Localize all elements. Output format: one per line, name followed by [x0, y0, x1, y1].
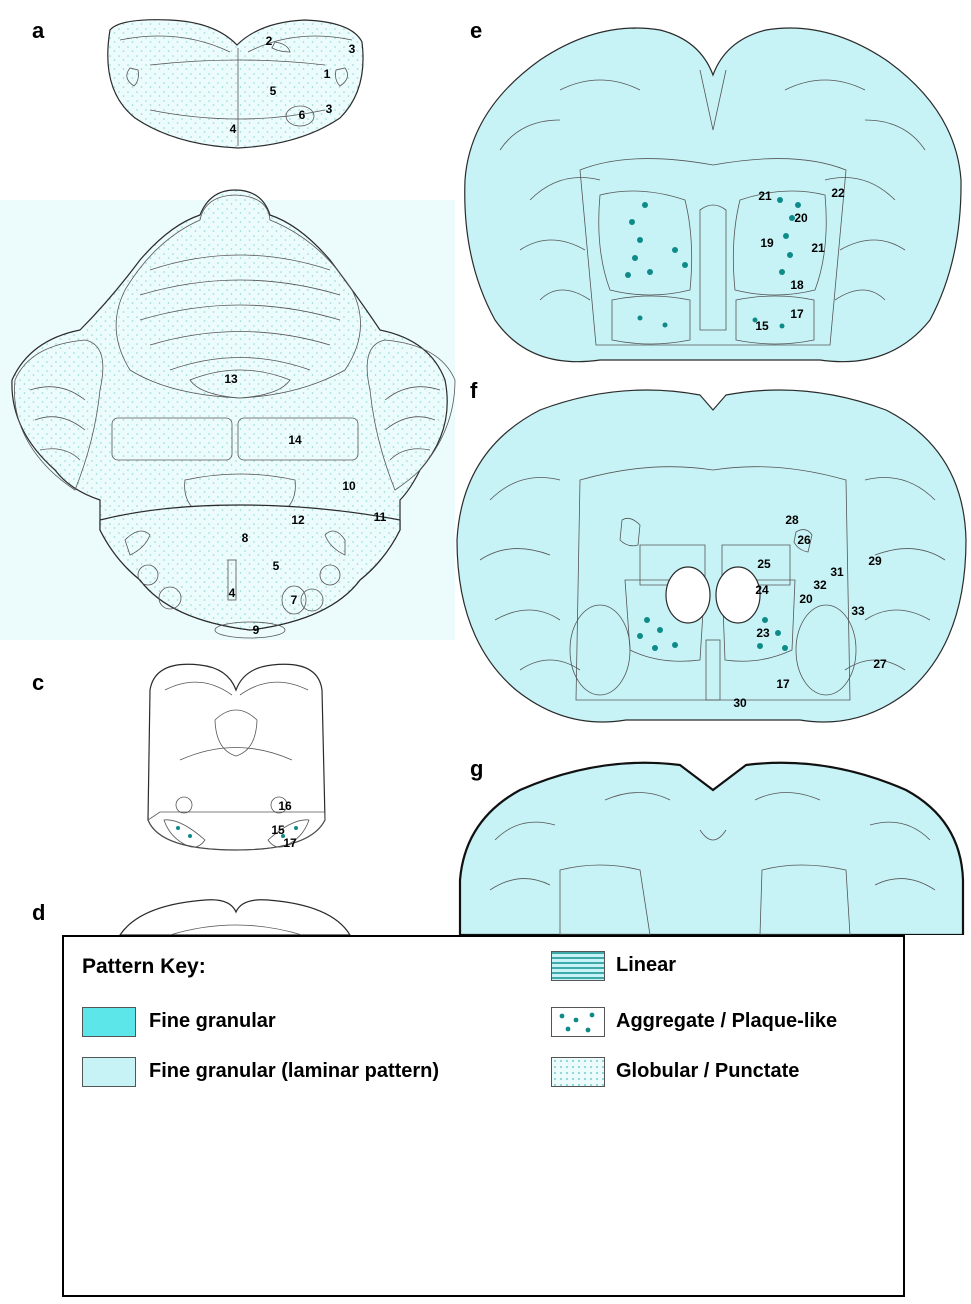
region-label: 21	[811, 241, 825, 255]
region-label: 20	[794, 211, 808, 225]
region-label: 28	[785, 513, 799, 527]
region-label: 18	[790, 278, 804, 292]
laminar-swatch	[82, 1057, 136, 1087]
panel-b: b 13 14 10 11 12 8 5 4 7 9	[0, 190, 455, 640]
region-label: 30	[733, 696, 747, 710]
legend-label-laminar: Fine granular (laminar pattern)	[149, 1060, 439, 1083]
region-label: 19	[760, 236, 774, 250]
region-label: 33	[851, 604, 865, 618]
panel-d: d	[32, 900, 350, 935]
panel-a: a 1 2 3 3 4 5 6	[32, 18, 363, 148]
cortex-outline-g	[460, 763, 963, 935]
region-label: 4	[230, 122, 237, 136]
region-label: 25	[757, 557, 771, 571]
region-label: 1	[324, 67, 331, 81]
region-label: 31	[830, 565, 844, 579]
region-label: 29	[868, 554, 882, 568]
legend-label-globular: Globular / Punctate	[616, 1060, 799, 1083]
region-label: 9	[253, 623, 260, 637]
fine-granular-swatch	[82, 1007, 136, 1037]
region-label: 17	[790, 307, 804, 321]
region-label: 14	[288, 433, 302, 447]
section-outline-c	[148, 664, 325, 850]
panel-label-d: d	[32, 900, 45, 925]
aggregate-dots-icon	[552, 1008, 604, 1036]
region-label: 22	[831, 186, 845, 200]
legend-label-aggregate: Aggregate / Plaque-like	[616, 1010, 837, 1033]
panel-e: e 21 22 20 19 21 18 17 15	[465, 18, 961, 362]
globular-swatch	[551, 1057, 605, 1087]
region-label: 13	[224, 372, 238, 386]
panel-f: f 28 26 29 25 31 32 24 20 33 23 27 17 30	[457, 378, 966, 722]
region-label: 26	[797, 533, 811, 547]
region-label: 32	[813, 578, 827, 592]
section-outline-d	[120, 900, 350, 935]
linear-swatch	[551, 951, 605, 981]
brain-section-diagram: a 1 2 3 3 4 5 6 b	[0, 0, 971, 935]
cortex-outline-f	[457, 390, 966, 722]
panel-label-e: e	[470, 18, 482, 43]
legend-label-linear: Linear	[616, 954, 676, 977]
panel-label-g: g	[470, 756, 483, 781]
region-label: 11	[374, 510, 387, 524]
region-label: 17	[283, 836, 297, 850]
region-label: 4	[229, 586, 236, 600]
region-label: 10	[342, 479, 356, 493]
region-label: 24	[755, 583, 769, 597]
region-label: 15	[271, 823, 285, 837]
legend-label-fine-granular: Fine granular	[149, 1010, 276, 1033]
region-label: 17	[776, 677, 790, 691]
region-label: 3	[349, 42, 356, 56]
pattern-key-legend: Pattern Key: Linear Fine granular Aggreg…	[62, 935, 905, 1297]
region-label: 21	[758, 189, 772, 203]
region-label: 12	[291, 513, 305, 527]
region-label: 3	[326, 102, 333, 116]
region-label: 2	[266, 34, 273, 48]
region-label: 20	[799, 592, 813, 606]
region-label: 27	[873, 657, 887, 671]
aggregate-swatch	[551, 1007, 605, 1037]
region-label: 7	[291, 593, 298, 607]
panel-label-a: a	[32, 18, 45, 43]
region-label: 8	[242, 531, 249, 545]
region-label: 15	[755, 319, 769, 333]
panel-g: g	[460, 756, 963, 935]
panel-c: c 16 15 17	[32, 664, 325, 850]
region-label: 16	[278, 799, 292, 813]
legend-title: Pattern Key:	[82, 955, 206, 979]
panel-label-c: c	[32, 670, 44, 695]
region-label: 5	[270, 84, 277, 98]
region-label: 5	[273, 559, 280, 573]
region-label: 6	[299, 108, 306, 122]
region-label: 23	[756, 626, 770, 640]
cortex-outline-e	[465, 28, 961, 362]
panel-label-f: f	[470, 378, 478, 403]
